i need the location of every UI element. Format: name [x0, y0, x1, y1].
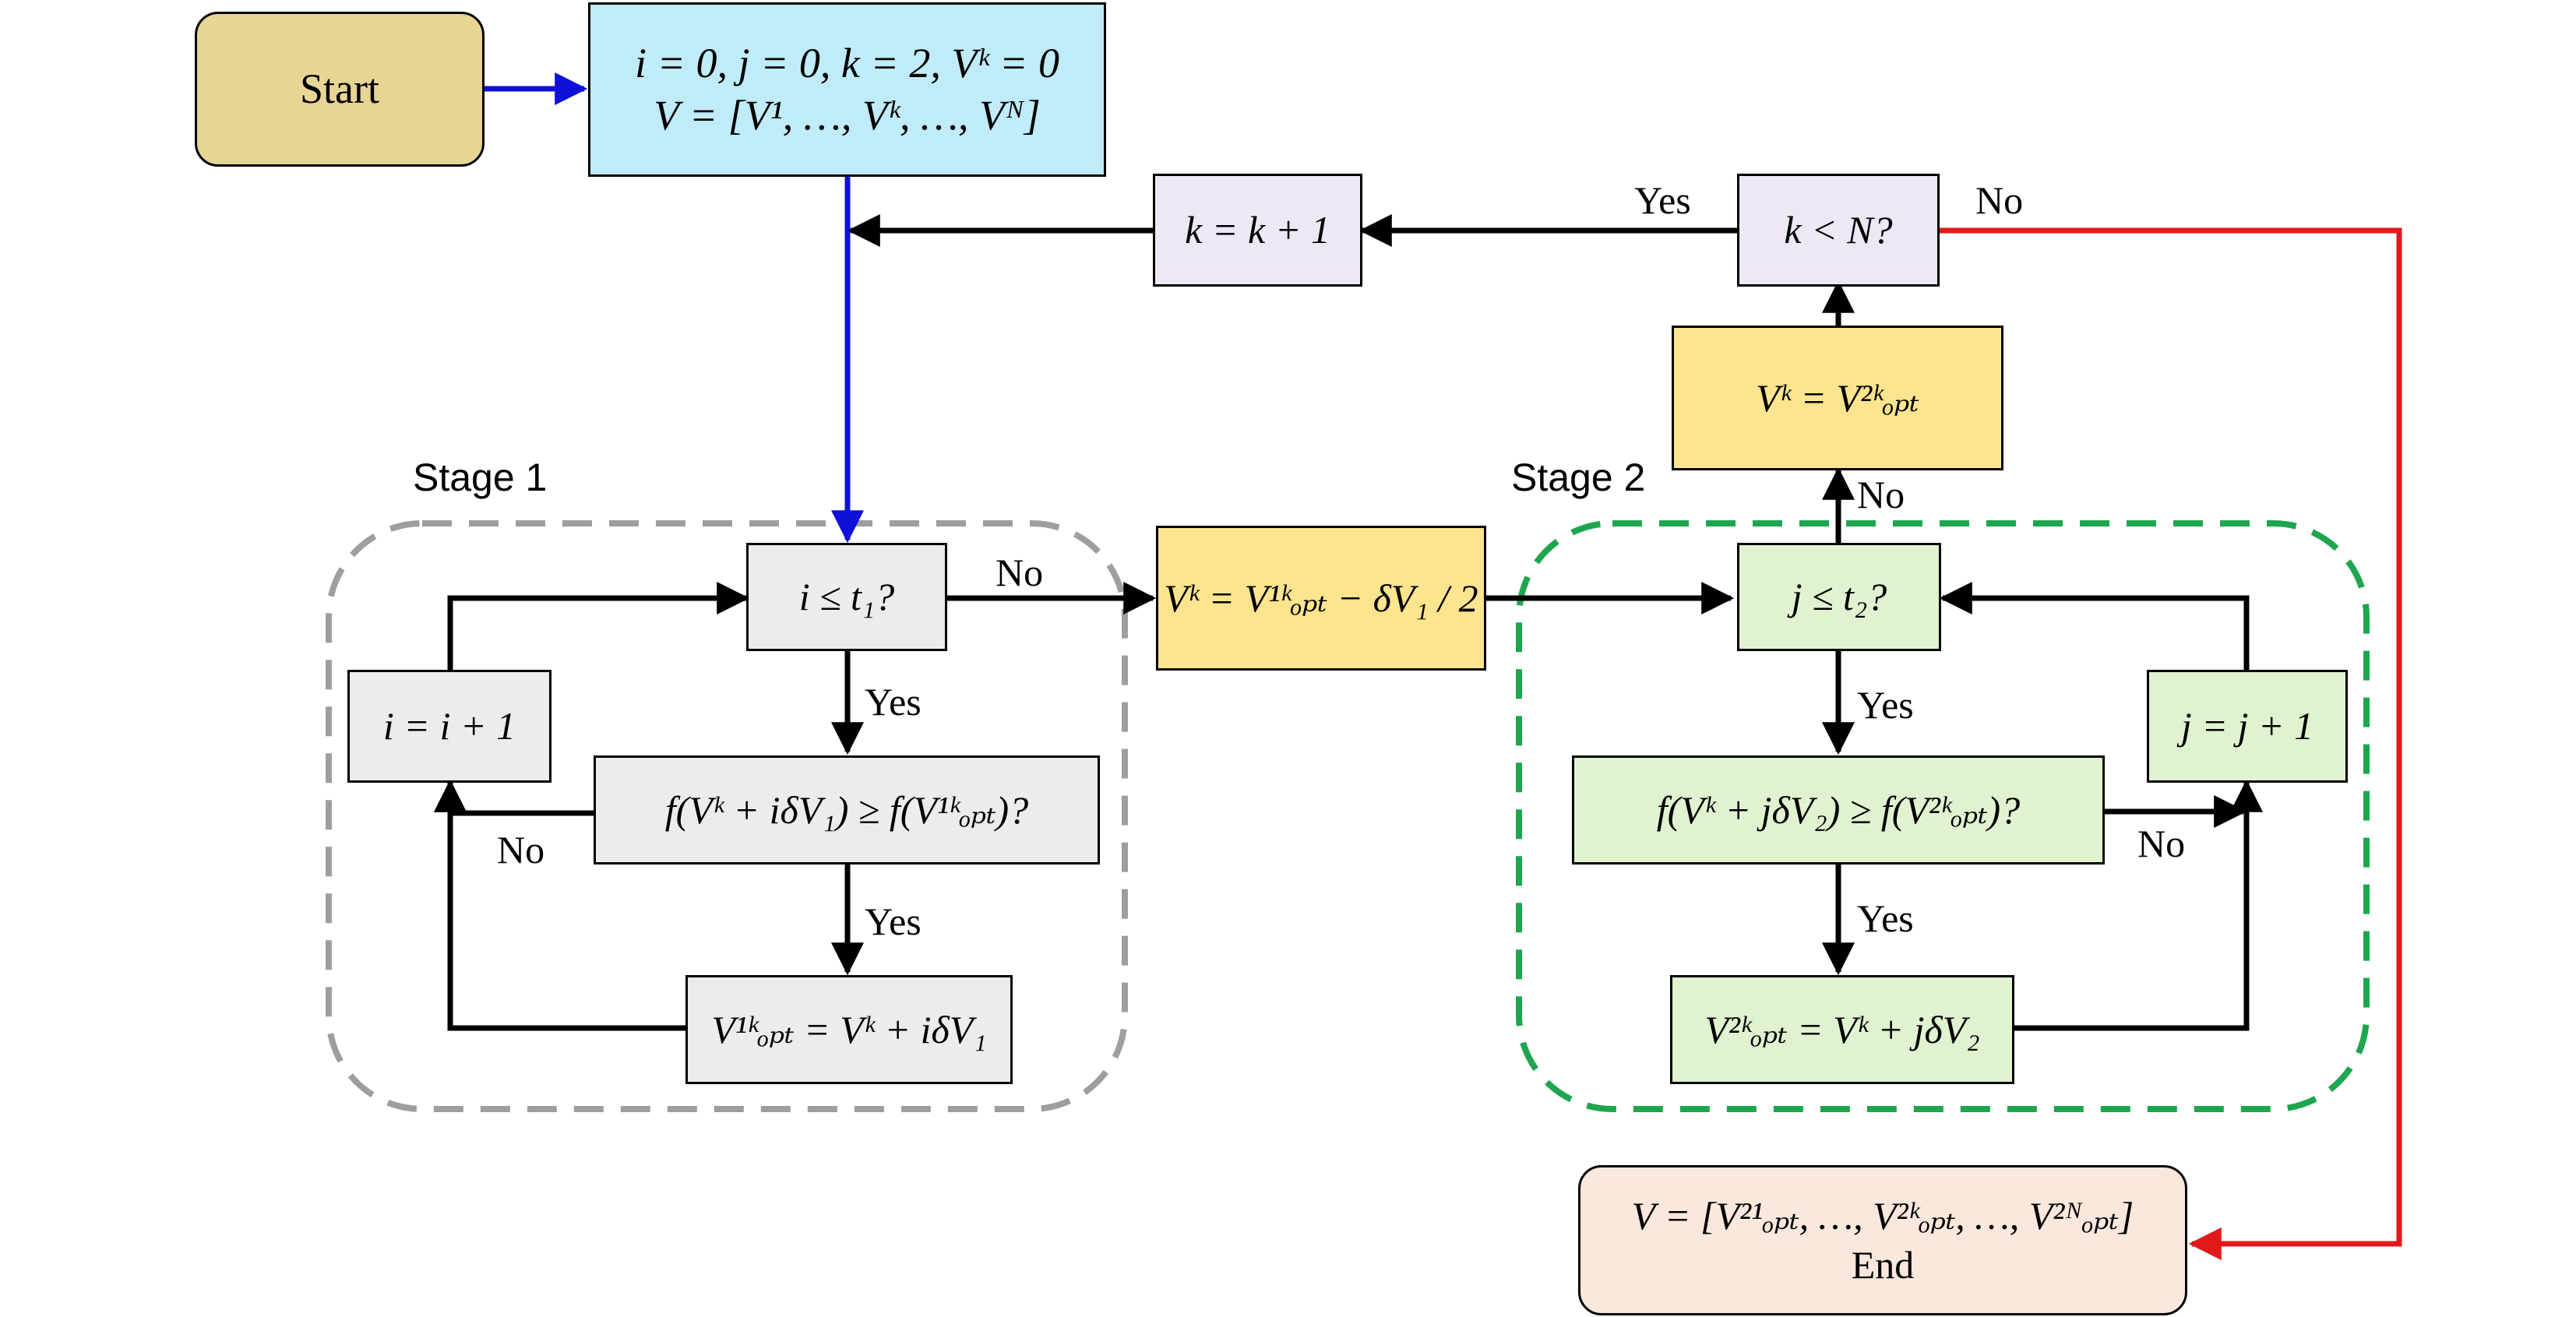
- init-box: i = 0, j = 0, k = 2, Vᵏ = 0 V = [V¹, …, …: [588, 2, 1106, 177]
- stage1-boundary: [326, 520, 1128, 1112]
- vopt-stage2-box: V²ᵏₒₚₜ = Vᵏ + jδV₂: [1670, 975, 2014, 1084]
- start-terminal: Start: [195, 12, 485, 167]
- j-no-label: No: [1857, 473, 1905, 516]
- init-line2: V = [V¹, …, Vᵏ, …, Vᴺ]: [654, 92, 1041, 139]
- vopt-stage1-label: V¹ᵏₒₚₜ = Vᵏ + iδV₁: [711, 1007, 987, 1051]
- i-no-label: No: [996, 551, 1044, 594]
- arrow-j-increment-to-j-check: [1939, 582, 2250, 670]
- arrow-i-increment-to-i-check: [447, 582, 750, 670]
- f-stage2-box: f(Vᵏ + jδV₂) ≥ f(V²ᵏₒₚₜ)?: [1572, 755, 2105, 865]
- arrow-vopt2-to-j-increment: [2014, 779, 2263, 1031]
- vopt-stage2-label: V²ᵏₒₚₜ = Vᵏ + jδV₂: [1704, 1007, 1980, 1051]
- end-terminal: V = [V²¹ₒₚₜ, …, V²ᵏₒₚₜ, …, V²ᴺₒₚₜ] End: [1578, 1165, 2187, 1315]
- vk-stage2-label: Vᵏ = V²ᵏₒₚₜ: [1756, 375, 1919, 420]
- k-no-label: No: [1975, 178, 2024, 222]
- j-yes-label: Yes: [1857, 683, 1914, 727]
- k-increment-box: k = k + 1: [1153, 174, 1362, 287]
- f1-no-label: No: [497, 828, 545, 872]
- j-check-label: j ≤ t₂?: [1791, 575, 1887, 619]
- i-increment-box: i = i + 1: [347, 670, 551, 783]
- init-line1: i = 0, j = 0, k = 2, Vᵏ = 0: [635, 39, 1059, 86]
- end-line2: End: [1851, 1242, 1915, 1287]
- arrow-vopt1-to-i-increment: [434, 779, 685, 1031]
- k-check-box: k < N?: [1737, 174, 1940, 287]
- stage2-title: Stage 2: [1511, 456, 1646, 499]
- f1-yes-label: Yes: [865, 900, 922, 943]
- f-stage1-box: f(Vᵏ + iδV₁) ≥ f(V¹ᵏₒₚₜ)?: [594, 755, 1100, 865]
- j-increment-box: j = j + 1: [2147, 670, 2348, 783]
- i-check-label: i ≤ t₁?: [798, 575, 895, 619]
- f2-no-label: No: [2137, 822, 2186, 865]
- j-check-box: j ≤ t₂?: [1737, 543, 1941, 651]
- f-stage1-label: f(Vᵏ + iδV₁) ≥ f(V¹ᵏₒₚₜ)?: [664, 787, 1029, 832]
- k-increment-label: k = k + 1: [1185, 208, 1330, 252]
- stage1-title: Stage 1: [413, 456, 548, 499]
- arrow-f1-no-to-i-increment: [434, 779, 594, 816]
- k-check-label: k < N?: [1784, 208, 1893, 252]
- vk-stage2-box: Vᵏ = V²ᵏₒₚₜ: [1672, 326, 2003, 470]
- vk-stage1-box: Vᵏ = V¹ᵏₒₚₜ − δV₁ / 2: [1156, 526, 1486, 671]
- stage2-boundary: [1516, 520, 2370, 1112]
- i-yes-label: Yes: [865, 680, 922, 724]
- arrow-k-no-to-end: [1940, 227, 2402, 1260]
- i-check-box: i ≤ t₁?: [746, 543, 947, 651]
- f2-yes-label: Yes: [1857, 896, 1914, 940]
- f-stage2-label: f(Vᵏ + jδV₂) ≥ f(V²ᵏₒₚₜ)?: [1656, 787, 2021, 832]
- vk-stage1-label: Vᵏ = V¹ᵏₒₚₜ − δV₁ / 2: [1164, 576, 1478, 620]
- vopt-stage1-box: V¹ᵏₒₚₜ = Vᵏ + iδV₁: [685, 975, 1013, 1084]
- j-increment-label: j = j + 1: [2180, 704, 2314, 748]
- end-line1: V = [V²¹ₒₚₜ, …, V²ᵏₒₚₜ, …, V²ᴺₒₚₜ]: [1631, 1194, 2134, 1238]
- k-yes-label: Yes: [1634, 178, 1691, 222]
- i-increment-label: i = i + 1: [382, 704, 516, 748]
- start-label: Start: [300, 65, 379, 112]
